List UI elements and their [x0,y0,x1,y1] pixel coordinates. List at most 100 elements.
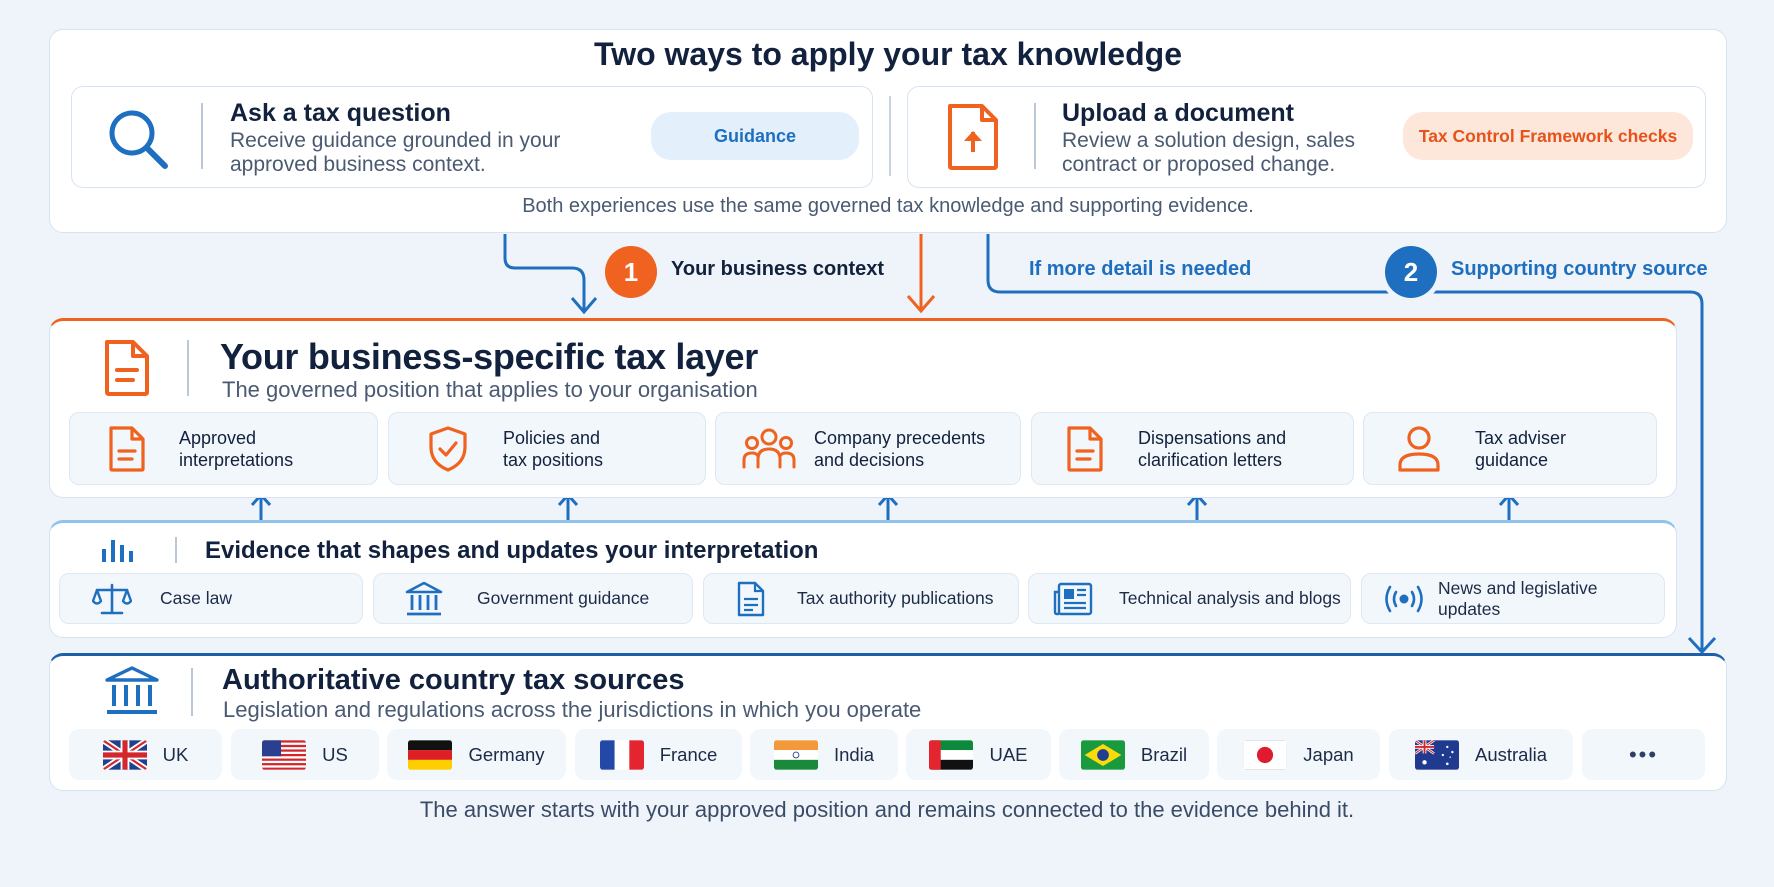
evidence-up-arrows [250,492,1520,522]
evidence-item-tax-authority-publications[interactable]: Tax authority publications [703,573,1019,624]
people-group-icon [742,428,796,468]
government-building-icon [105,666,159,714]
business-item-precedents[interactable]: Company precedents and decisions [715,412,1021,485]
upload-divider [1034,103,1036,169]
evidence-item-label: Technical analysis and blogs [1119,588,1341,608]
country-label: US [322,743,348,765]
india-flag-icon [773,739,818,770]
publication-icon [737,581,765,616]
country-france[interactable]: France [575,729,742,780]
more-icon: ••• [1628,741,1659,767]
country-label: UAE [989,743,1028,765]
tax-control-framework-pill[interactable]: Tax Control Framework checks [1403,112,1693,160]
country-label: Brazil [1140,743,1188,765]
ask-title: Ask a tax question [230,99,451,127]
business-item-dispensations[interactable]: Dispensations and clarification letters [1031,412,1354,485]
brazil-flag-icon [1080,739,1125,770]
business-layer-title: Your business-specific tax layer [220,336,758,377]
top-title: Two ways to apply your tax knowledge [594,36,1182,72]
country-uae[interactable]: UAE [906,729,1051,780]
uk-flag-icon [102,739,147,770]
evidence-item-label: Case law [160,588,232,608]
sources-title: Authoritative country tax sources [222,664,685,696]
bar-chart-icon [102,540,133,562]
country-label: India [833,743,875,765]
newspaper-icon [1053,582,1093,615]
country-germany[interactable]: Germany [387,729,566,780]
shield-check-icon [429,425,467,472]
country-australia[interactable]: Australia [1389,729,1573,780]
country-uk[interactable]: UK [69,729,222,780]
scales-icon [92,583,132,614]
document-icon [109,425,145,472]
detail-connector-arrow [986,234,1704,650]
document-icon [1067,425,1103,472]
country-japan[interactable]: Japan [1217,729,1380,780]
more-countries-button[interactable]: ••• [1582,729,1705,780]
evidence-item-label: Tax authority publications [797,588,994,608]
uae-flag-icon [929,739,974,770]
sources-subtitle: Legislation and regulations across the j… [223,697,922,722]
country-india[interactable]: India [750,729,898,780]
business-layer-subtitle: The governed position that applies to yo… [222,377,758,402]
country-label: Australia [1475,743,1547,765]
business-item-label-line-2: tax positions [503,449,604,470]
business-item-label-line-2: clarification letters [1138,449,1283,470]
country-label: France [659,743,718,765]
step-2-badge: 2 [1385,246,1437,298]
business-item-tax-adviser[interactable]: Tax adviser guidance [1363,412,1657,485]
japan-flag-icon [1243,739,1288,770]
evidence-item-label: Government guidance [477,588,650,608]
detail-label: If more detail is needed [1029,258,1252,280]
search-icon [109,110,168,169]
business-item-label-line-1: Policies and [503,427,601,448]
evidence-item-label: News and legislative updates [1438,577,1598,619]
person-icon [1398,425,1440,472]
business-document-icon [105,340,149,396]
business-item-label-line-2: and decisions [814,449,925,470]
government-building-icon [405,581,443,615]
business-item-label-line-1: Approved [179,427,257,448]
ask-divider [201,103,203,169]
business-item-label-line-1: Tax adviser [1475,427,1567,448]
business-item-label-line-2: guidance [1475,449,1549,470]
step-2-number: 2 [1403,256,1419,287]
country-label: UK [162,743,189,765]
guidance-pill[interactable]: Guidance [651,112,859,160]
evidence-item-technical-analysis[interactable]: Technical analysis and blogs [1028,573,1351,624]
australia-flag-icon [1415,739,1459,770]
evidence-title: Evidence that shapes and updates your in… [205,537,819,564]
evidence-item-case-law[interactable]: Case law [59,573,363,624]
evidence-item-government-guidance[interactable]: Government guidance [373,573,693,624]
step-1-label: Your business context [671,258,885,280]
ask-description-line-1: Receive guidance grounded in your [230,129,561,152]
upload-document-icon [948,104,998,170]
country-label: Japan [1303,743,1354,765]
evidence-item-news[interactable]: News and legislative updates [1361,573,1665,624]
business-item-label-line-2: interpretations [179,449,294,470]
us-flag-icon [262,739,307,770]
country-brazil[interactable]: Brazil [1059,729,1209,780]
upload-description-line-2: contract or proposed change. [1062,153,1336,176]
broadcast-icon [1385,585,1423,612]
step-2-label: Supporting country source [1451,258,1708,280]
upload-title: Upload a document [1062,99,1294,127]
upload-description-line-1: Review a solution design, sales [1062,129,1355,152]
business-item-label-line-1: Company precedents [814,427,986,448]
germany-flag-icon [408,739,453,770]
ask-connector-arrow [503,234,586,310]
france-flag-icon [599,739,644,770]
business-item-approved-interpretations[interactable]: Approved interpretations [69,412,378,485]
ask-description-line-2: approved business context. [230,153,486,176]
footer-caption: The answer starts with your approved pos… [419,797,1355,822]
top-center-divider [889,96,891,176]
step-1-badge: 1 [605,246,657,298]
business-item-policies[interactable]: Policies and tax positions [388,412,706,485]
country-label: Germany [468,743,545,765]
sources-divider [191,668,193,716]
evidence-divider [175,537,177,563]
top-footnote: Both experiences use the same governed t… [522,195,1254,217]
country-us[interactable]: US [231,729,379,780]
business-divider [187,340,189,396]
step-1-number: 1 [623,256,639,287]
